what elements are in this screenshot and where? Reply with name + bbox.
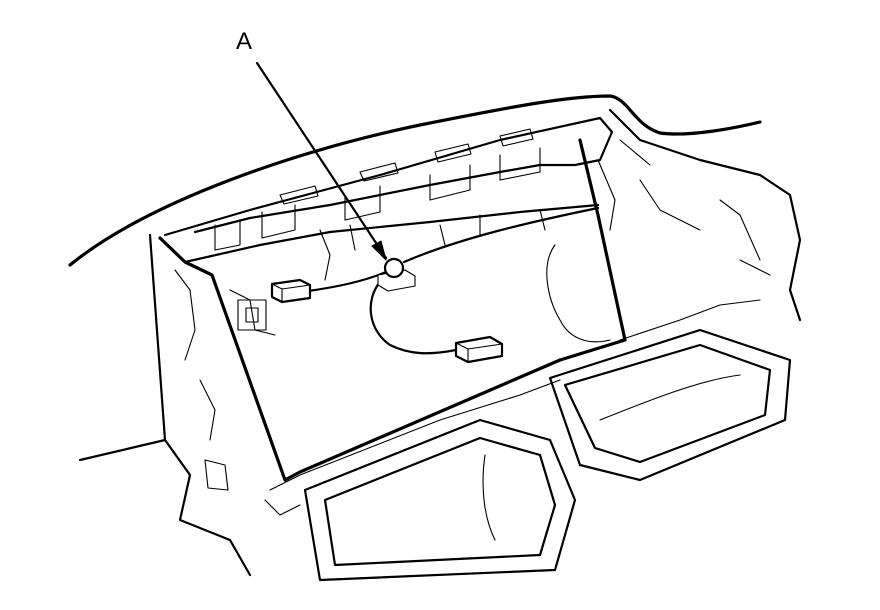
- dashboard-top-edge: [68, 94, 762, 267]
- lower-vent-right-outer: [548, 328, 792, 482]
- clip-5: [499, 147, 541, 181]
- left-side-panel: [78, 233, 252, 577]
- right-side-panel: [608, 108, 802, 322]
- glovebox-opening-outline: [158, 138, 627, 482]
- lower-vent-left-outer: [303, 418, 577, 582]
- clip-1: [214, 219, 241, 251]
- lower-vent-right-shade: [599, 374, 741, 421]
- right-panel-details: [597, 139, 771, 276]
- lower-vent-left-shade: [482, 454, 496, 541]
- connector-left: [270, 278, 312, 304]
- connector-left-edge: [271, 283, 311, 303]
- wire-to-lower-connector: [369, 280, 458, 355]
- lower-vent-right-inner: [563, 343, 772, 464]
- callout-label-a: A: [236, 28, 253, 55]
- cavity-shading-curve: [546, 244, 611, 343]
- slot-1: [279, 185, 319, 205]
- upper-dash-strip: [163, 116, 614, 237]
- callout-leader-line: [255, 61, 388, 260]
- lower-vent-left-inner: [323, 436, 557, 567]
- slot-4: [499, 128, 534, 147]
- mount-bracket-left: [237, 299, 267, 331]
- left-panel-details: [174, 269, 229, 491]
- sensor-a-component: [383, 257, 405, 279]
- clip-3: [344, 185, 381, 221]
- wire-to-back: [402, 206, 600, 264]
- cavity-back-ribs: [229, 209, 546, 336]
- slot-2: [359, 162, 399, 182]
- callout-arrowhead: [371, 240, 387, 261]
- glovebox-back-edge: [183, 203, 600, 264]
- lower-trim: [264, 299, 761, 516]
- connector-lower-edge: [455, 342, 503, 363]
- mount-bracket-small: [245, 307, 259, 323]
- connector-lower: [454, 335, 504, 364]
- clip-4: [429, 164, 471, 201]
- slot-3: [434, 143, 472, 163]
- wire-to-left-connector: [306, 270, 388, 293]
- clip-2: [261, 204, 296, 239]
